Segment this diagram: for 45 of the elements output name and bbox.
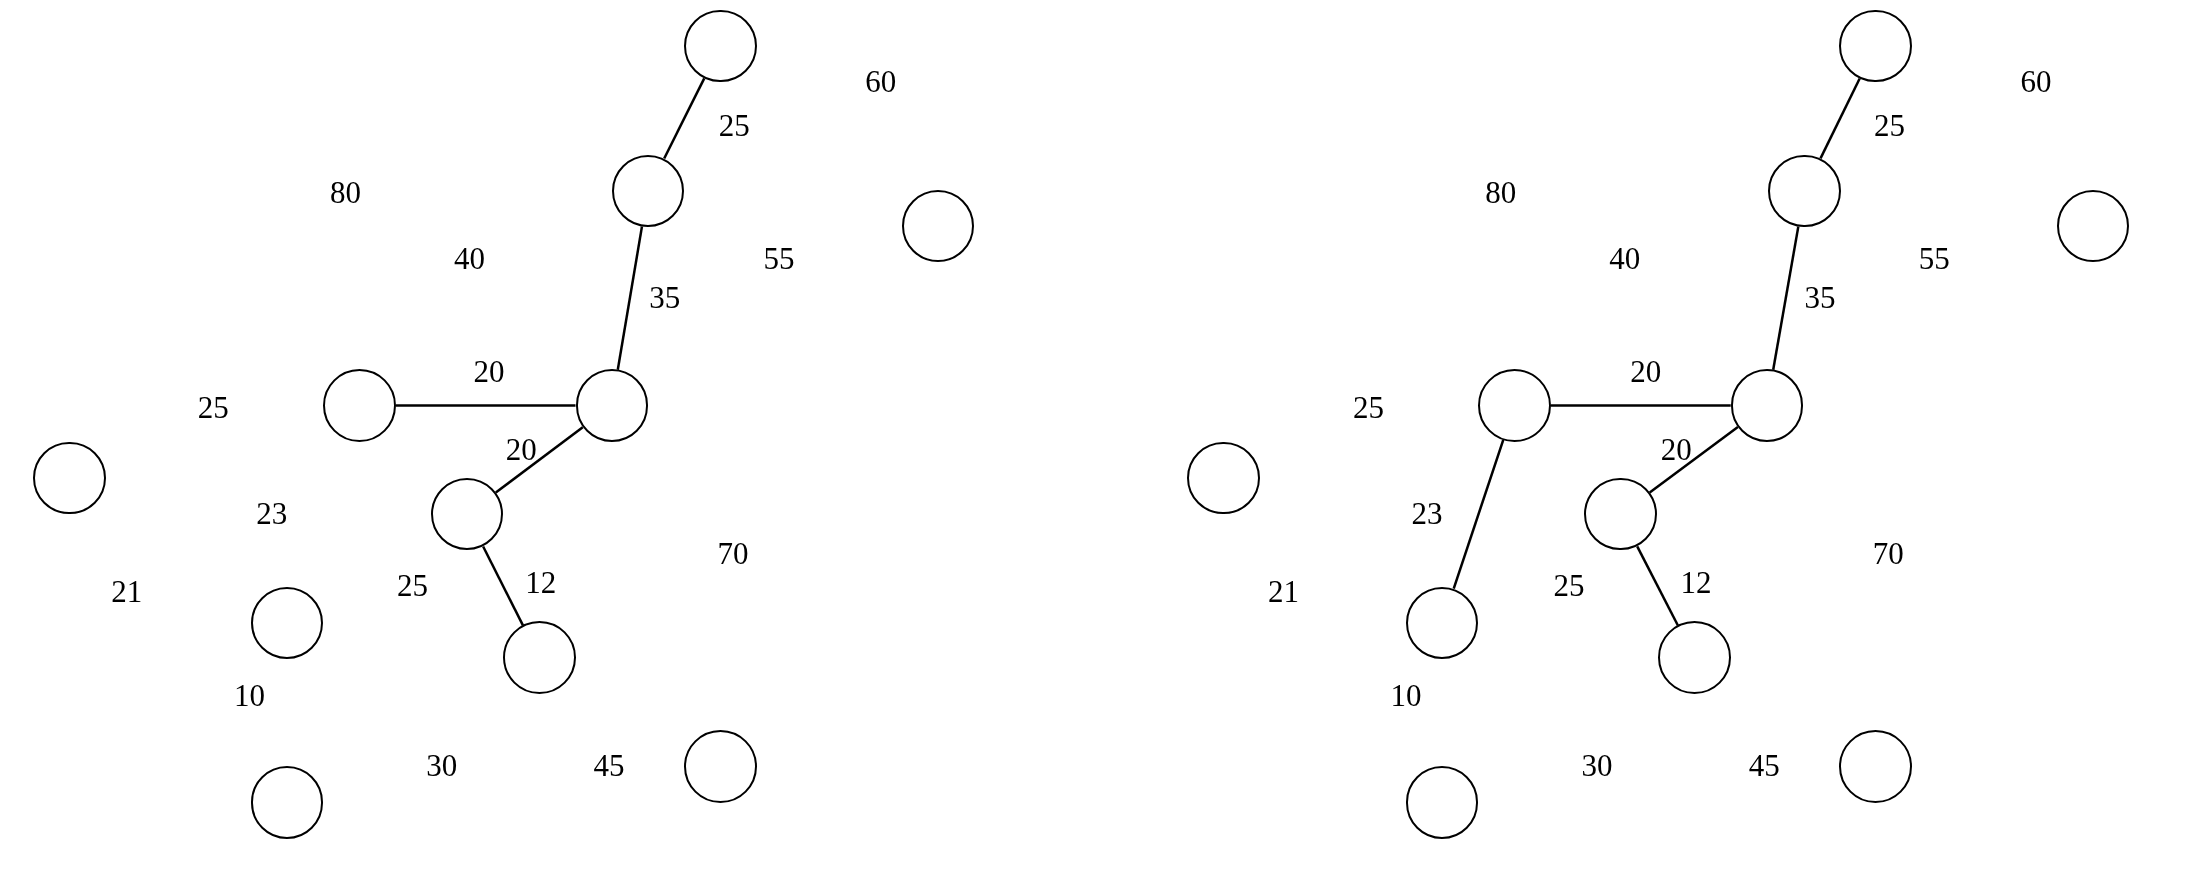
weight-label: 80: [330, 176, 362, 208]
edge-weight: 23: [1411, 497, 1443, 529]
connector-line: [1550, 404, 1731, 407]
weight-label: 45: [1748, 749, 1780, 781]
weight-label: 21: [111, 575, 143, 607]
connector-line: [1648, 426, 1739, 494]
edge-weight: 25: [1874, 109, 1906, 141]
weight-label: 45: [593, 749, 625, 781]
weight-label: 30: [1581, 749, 1613, 781]
connector-line: [663, 77, 706, 160]
edge-weight: 20: [505, 433, 537, 465]
weight-label: 30: [426, 749, 458, 781]
weight-label: 23: [256, 497, 288, 529]
edge-weight: 35: [649, 281, 681, 313]
weight-label: 70: [717, 537, 749, 569]
connector-line: [482, 545, 525, 626]
edge-weight: 12: [1680, 566, 1712, 598]
connector-line: [616, 226, 644, 370]
weight-label: 25: [197, 391, 229, 423]
weight-label: 10: [1390, 679, 1422, 711]
edge-weight: 35: [1804, 281, 1836, 313]
edge-weight: 20: [473, 355, 505, 387]
connector-line: [495, 426, 584, 494]
weight-label: 55: [763, 242, 795, 274]
connector-line: [1819, 77, 1861, 159]
weight-label: 40: [454, 242, 486, 274]
connector-line: [1771, 226, 1800, 371]
edge-weight: 20: [1660, 433, 1692, 465]
weight-label: 21: [1267, 575, 1299, 607]
connector-line: [1636, 545, 1680, 627]
edge-weight: 25: [718, 109, 750, 141]
weight-label: 10: [233, 679, 265, 711]
weight-label: 70: [1872, 537, 1904, 569]
weight-label: 40: [1609, 242, 1641, 274]
edge-weight: 20: [1630, 355, 1662, 387]
weight-label: 80: [1485, 176, 1517, 208]
weight-label: 60: [2020, 65, 2052, 97]
weight-label: 25: [396, 569, 428, 601]
weight-label: 25: [1553, 569, 1585, 601]
weight-label: 25: [1352, 391, 1384, 423]
connector-line: [395, 404, 576, 407]
edge-weight: 12: [525, 566, 557, 598]
weight-label: 60: [865, 65, 897, 97]
weight-label: 55: [1918, 242, 1950, 274]
connector-line: [1452, 439, 1505, 589]
